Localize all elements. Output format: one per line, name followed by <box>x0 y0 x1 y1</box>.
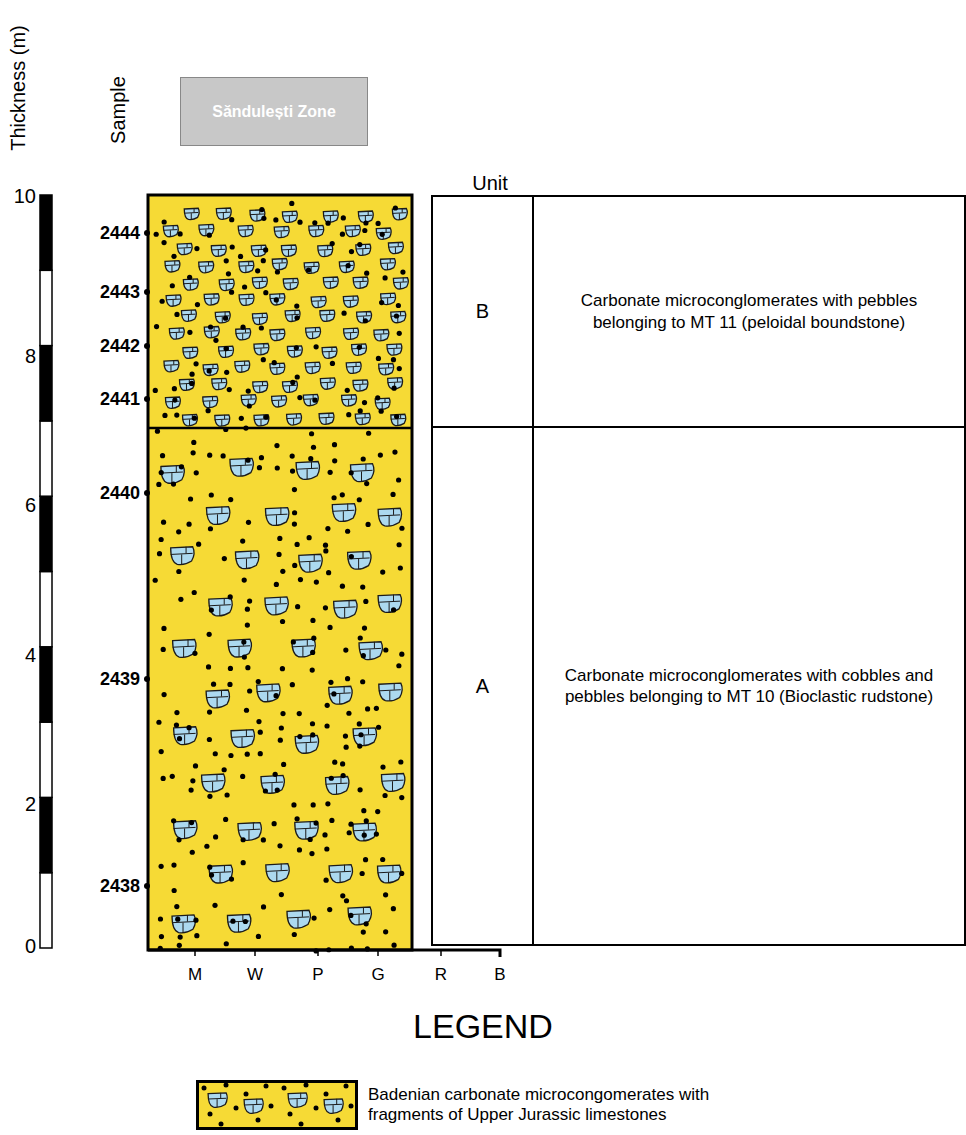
thickness-tick: 2 <box>25 793 36 816</box>
clasts <box>161 208 408 933</box>
scale-segment <box>40 647 52 722</box>
scale-segment <box>40 346 52 421</box>
axis-tick <box>440 950 442 956</box>
sample-marker <box>144 676 150 682</box>
grains <box>153 201 406 954</box>
sample-marker <box>144 230 150 236</box>
legend-text: Badenian carbonate microcongomerates wit… <box>368 1085 738 1126</box>
sample-number: 2439 <box>100 669 140 690</box>
sample-number: 2444 <box>100 223 140 244</box>
sample-marker <box>144 396 150 402</box>
axis-title: Sample <box>107 76 130 144</box>
axis-title: Thickness (m) <box>7 25 30 151</box>
scale-segment <box>40 195 52 270</box>
scale-segment <box>40 572 52 647</box>
unit-boundary <box>148 427 412 430</box>
axis-tick <box>377 950 379 956</box>
scale-segment <box>40 270 52 345</box>
grain-size-class: P <box>312 965 323 985</box>
unit-cell: B <box>431 195 534 428</box>
sample-number: 2438 <box>100 876 140 897</box>
unit-description: Carbonate microconglomerates with pebble… <box>532 195 966 428</box>
lithology-column <box>148 195 412 950</box>
scale-segment <box>40 722 52 797</box>
thickness-tick: 4 <box>25 644 36 667</box>
legend-title: LEGEND <box>413 1007 553 1046</box>
sample-number: 2441 <box>100 389 140 410</box>
sample-number: 2442 <box>100 336 140 357</box>
node-text: A <box>476 674 489 699</box>
grain-size-class: G <box>371 965 384 985</box>
scale-segment <box>40 797 52 872</box>
sample-marker <box>144 490 150 496</box>
grain-size-axis <box>148 950 500 957</box>
legend-swatch <box>196 1080 358 1130</box>
node-text: B <box>476 299 489 324</box>
axis-tick <box>317 950 319 956</box>
axis-title: Unit <box>472 172 508 195</box>
thickness-tick: 6 <box>25 494 36 517</box>
grain-size-class: R <box>435 965 447 985</box>
sample-marker <box>144 289 150 295</box>
grain-size-class: M <box>188 965 202 985</box>
unit-description: Carbonate microconglomerates with cobble… <box>532 426 966 946</box>
legend-entry: Badenian carbonate microcongomerates wit… <box>196 1080 738 1130</box>
column-outline <box>148 195 412 950</box>
node-text: Carbonate microconglomerates with pebble… <box>548 290 950 333</box>
thickness-tick: 10 <box>14 185 36 208</box>
sample-number: 2440 <box>100 483 140 504</box>
thickness-tick: 8 <box>25 345 36 368</box>
scale-segment <box>40 421 52 496</box>
scale-segment <box>40 496 52 571</box>
scale-segment <box>40 873 52 948</box>
grain-size-class: B <box>494 965 505 985</box>
node-text: Săndulești Zone <box>212 102 336 122</box>
sample-marker <box>144 883 150 889</box>
axis-tick <box>254 950 256 956</box>
thickness-tick: 0 <box>25 935 36 958</box>
sample-number: 2443 <box>100 282 140 303</box>
zone-header: Săndulești Zone <box>180 77 368 146</box>
axis-tick <box>194 950 196 956</box>
sample-marker <box>144 343 150 349</box>
grain-size-class: W <box>247 965 263 985</box>
node-text: Carbonate microconglomerates with cobble… <box>548 665 950 708</box>
unit-cell: A <box>431 426 534 946</box>
